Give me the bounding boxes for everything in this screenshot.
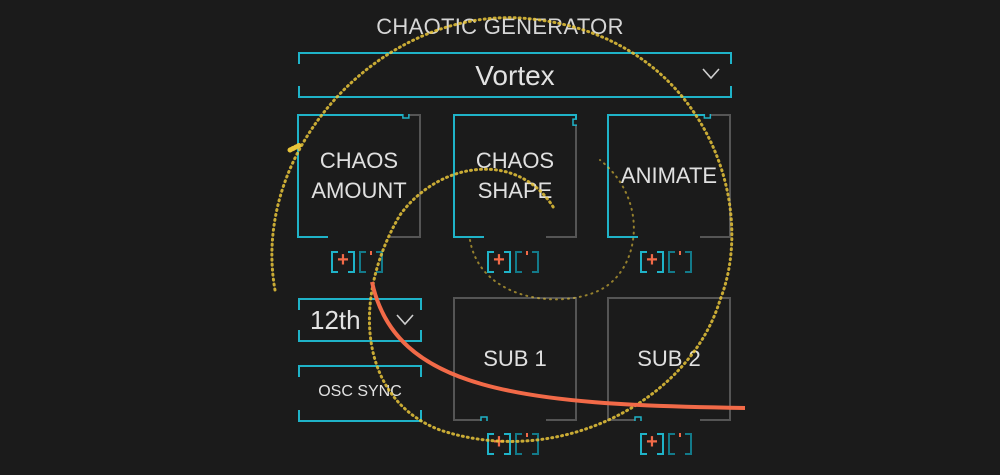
chevron-down-icon — [702, 68, 720, 80]
division-dropdown[interactable]: 12th — [298, 298, 422, 342]
knob-label: CHAOS SHAPE — [475, 148, 555, 203]
knob-label: ANIMATE — [620, 163, 718, 188]
knob-label: SUB 1 — [483, 346, 547, 371]
bracket-left — [668, 433, 675, 455]
osc-sync-label: OSC SYNC — [318, 383, 402, 400]
add-modulation-button[interactable]: + — [640, 431, 664, 455]
modulation-amount-slot[interactable] — [668, 433, 692, 455]
bracket-top — [298, 365, 422, 377]
animate-mod: + — [640, 249, 692, 273]
knob-label: SUB 2 — [637, 346, 701, 371]
add-modulation-button[interactable]: + — [487, 249, 511, 273]
modulation-tick — [526, 251, 528, 255]
bracket-left — [515, 251, 522, 273]
chevron-down-icon — [396, 314, 414, 326]
osc-sync-button[interactable]: OSC SYNC — [298, 365, 422, 422]
add-modulation-button[interactable]: + — [487, 431, 511, 455]
bracket-left — [668, 251, 675, 273]
sub1-mod: + — [487, 431, 539, 455]
modulation-amount-slot[interactable] — [515, 251, 539, 273]
bracket-right — [532, 251, 539, 273]
division-value: 12th — [310, 305, 361, 335]
modulation-amount-slot[interactable] — [668, 251, 692, 273]
add-modulation-button[interactable]: + — [331, 249, 355, 273]
modulation-amount-slot[interactable] — [359, 251, 383, 273]
plus-icon: + — [337, 249, 349, 271]
sub2-mod: + — [640, 431, 692, 455]
add-modulation-button[interactable]: + — [640, 249, 664, 273]
sub1-knob[interactable]: SUB 1 — [453, 297, 577, 421]
preset-dropdown[interactable]: Vortex — [298, 52, 732, 98]
modulation-tick — [370, 251, 372, 255]
plus-icon: + — [493, 249, 505, 271]
modulation-tick — [679, 251, 681, 255]
bracket-right — [532, 433, 539, 455]
panel-title: CHAOTIC GENERATOR — [376, 14, 624, 39]
bracket-right — [685, 433, 692, 455]
plus-icon: + — [646, 249, 658, 271]
preset-value: Vortex — [475, 60, 555, 91]
bracket-right — [685, 251, 692, 273]
knob-label: CHAOS AMOUNT — [311, 148, 407, 203]
plus-icon: + — [493, 431, 505, 453]
modulation-tick — [679, 433, 681, 437]
sub2-knob[interactable]: SUB 2 — [607, 297, 731, 421]
bracket-left — [515, 433, 522, 455]
chaos-shape-knob[interactable]: CHAOS SHAPE — [453, 114, 577, 238]
chaos-shape-mod: + — [487, 249, 539, 273]
modulation-amount-slot[interactable] — [515, 433, 539, 455]
chaos-amount-mod: + — [331, 249, 383, 273]
bracket-right — [376, 251, 383, 273]
plus-icon: + — [646, 431, 658, 453]
bracket-bottom — [298, 410, 422, 422]
animate-knob[interactable]: ANIMATE — [607, 114, 731, 238]
bracket-left — [359, 251, 366, 273]
modulation-tick — [526, 433, 528, 437]
chaos-amount-knob[interactable]: CHAOS AMOUNT — [297, 114, 421, 238]
